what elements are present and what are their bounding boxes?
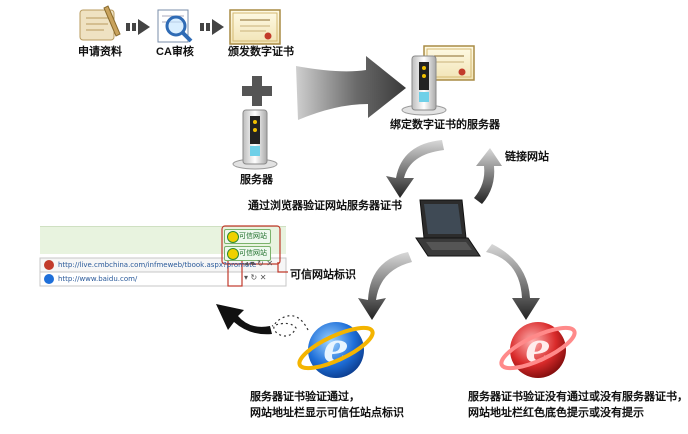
label-trusted-site-mark: 可信网站标识 xyxy=(290,269,356,281)
scroll-document-icon xyxy=(79,5,121,41)
small-arrow-icon xyxy=(126,19,150,35)
small-arrow-icon xyxy=(200,19,224,35)
ie-logo-icon: e xyxy=(297,322,375,378)
up-arrow-shape xyxy=(474,148,502,204)
label-fail-line-2: 网站地址栏红色底色提示或没有提示 xyxy=(468,407,644,419)
badge-text: 可信网站 xyxy=(239,249,267,257)
label-apply-documents: 申请资料 xyxy=(78,46,122,58)
label-server: 服务器 xyxy=(240,174,273,186)
badge-text: 可信网站 xyxy=(239,232,267,240)
curved-arrow-shape xyxy=(386,140,444,198)
address-bar-controls: ◂ ▾ ↻ ✕ xyxy=(244,259,274,268)
label-pass-line-1: 服务器证书验证通过， xyxy=(250,391,360,403)
label-fail-line-1: 服务器证书验证没有通过或没有服务器证书， xyxy=(468,391,688,403)
shield-icon xyxy=(227,248,239,260)
server-icon xyxy=(232,109,278,170)
magnifier-document-icon xyxy=(157,9,193,43)
address-bar-controls: ▾ ↻ ✕ xyxy=(244,273,267,282)
shield-icon xyxy=(227,231,239,243)
label-bound-server: 绑定数字证书的服务器 xyxy=(390,119,500,131)
label-browser-verify: 通过浏览器验证网站服务器证书 xyxy=(248,200,402,212)
highlight-connector xyxy=(277,262,288,273)
highlight-box xyxy=(221,225,281,265)
dotted-loop-shape xyxy=(271,315,309,337)
trusted-site-badge: 可信网站 xyxy=(224,229,271,244)
label-ca-review: CA审核 xyxy=(156,46,194,58)
laptop-icon xyxy=(415,199,481,257)
certificate-icon xyxy=(229,9,281,45)
ie-page-icon xyxy=(44,274,54,284)
curved-arrow-shape xyxy=(358,252,412,320)
address-bar-url: http://www.baidu.com/ xyxy=(58,275,138,283)
server-icon xyxy=(401,55,447,116)
label-issue-certificate: 颁发数字证书 xyxy=(228,46,294,58)
ie-logo-icon: e xyxy=(499,322,577,378)
ie-page-icon xyxy=(44,260,54,270)
label-pass-line-2: 网站地址栏显示可信任站点标识 xyxy=(250,407,404,419)
trusted-site-badge: 可信网站 xyxy=(224,246,271,261)
big-arrow-shape xyxy=(296,56,406,120)
plus-icon xyxy=(242,76,272,106)
address-bar-url: http://live.cmbchina.com/infmeweb/tbook.… xyxy=(58,261,257,269)
black-arrow-shape xyxy=(216,304,272,335)
curved-arrow-shape xyxy=(486,244,540,320)
label-link-site: 链接网站 xyxy=(505,151,549,163)
